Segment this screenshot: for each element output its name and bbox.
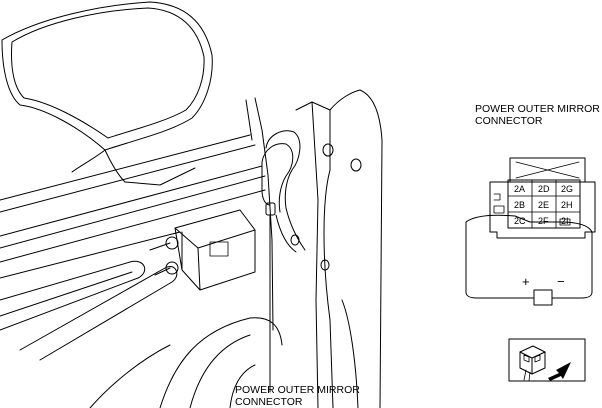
side-mirror-housing (1, 1, 213, 151)
connector-housing (489, 181, 596, 239)
terminal-label: 2D (538, 184, 550, 194)
terminal-grid (507, 179, 581, 229)
terminal-label: 2A (514, 184, 525, 194)
test-lead-positive (465, 214, 535, 299)
connector-face-diagram: 2A 2D 2G 2B 2E 2H 2C 2F 2I + − (465, 157, 596, 306)
terminal-label: 2G (561, 184, 573, 194)
clip-hole (322, 143, 334, 157)
terminal-label: 2E (538, 200, 549, 210)
door-rod (0, 260, 146, 331)
door-illustration (0, 1, 383, 408)
side-mirror-glass (11, 7, 205, 139)
battery-positive-sign: + (522, 274, 530, 289)
test-lead-negative (551, 221, 593, 299)
door-rod (19, 266, 178, 361)
terminal-label: 2C (514, 216, 526, 226)
probe-tip (493, 205, 505, 214)
wiring-harness (265, 130, 306, 251)
connector-view-icon (508, 338, 586, 382)
battery-negative-sign: − (557, 274, 565, 289)
connector-label-top-line2: CONNECTOR (475, 115, 543, 127)
clip-hole (320, 259, 330, 271)
terminal-label: 2I (561, 216, 569, 226)
connector-label-bottom-line2: CONNECTOR (235, 396, 303, 408)
connector-label-top: POWER OUTER MIRROR CONNECTOR (475, 103, 600, 127)
terminal-label: 2F (538, 216, 549, 226)
terminal-label: 2B (514, 200, 525, 210)
door-pillar (295, 101, 334, 408)
connector-label-bottom-line1: POWER OUTER MIRROR (235, 384, 360, 396)
terminal-label: 2H (561, 200, 573, 210)
battery (533, 289, 553, 306)
door-actuator (174, 209, 256, 291)
clip-hole (350, 158, 362, 172)
clip-hole (290, 234, 300, 246)
connector-label-bottom: POWER OUTER MIRROR CONNECTOR (235, 384, 360, 408)
connector-label-top-line1: POWER OUTER MIRROR (475, 103, 600, 115)
